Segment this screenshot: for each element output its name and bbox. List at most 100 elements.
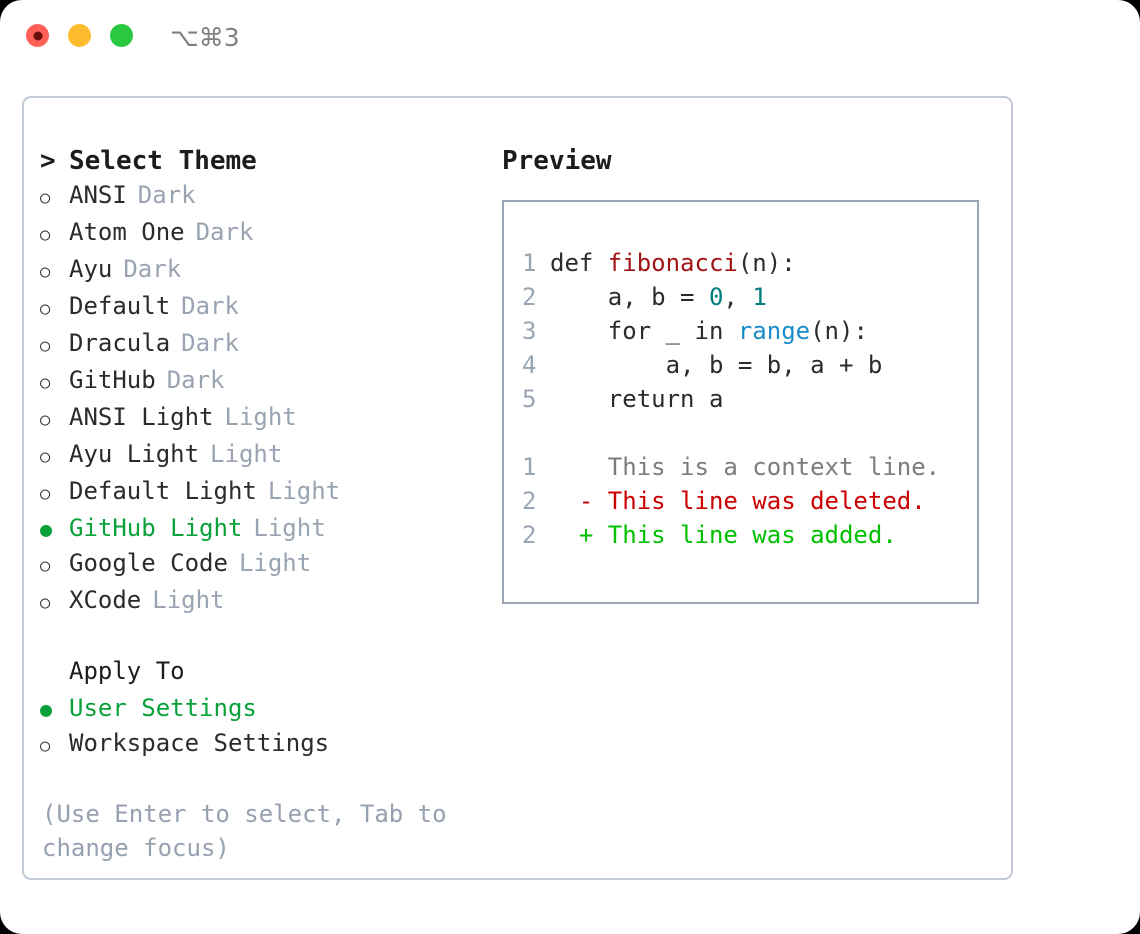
theme-option-label: Google Code [69, 549, 228, 577]
window-controls [26, 24, 133, 47]
theme-panel-title-label: Select Theme [69, 146, 257, 176]
zoom-button[interactable] [110, 24, 133, 47]
code-line-content: return a [550, 382, 724, 416]
radio-unselected-icon: ○ [40, 447, 51, 467]
line-number: 1 [522, 453, 537, 481]
title-bar: ⌥⌘3 [0, 0, 1140, 78]
code-line-content: a, b = 0, 1 [550, 280, 767, 314]
theme-option-ansi[interactable]: ○ ANSI Dark [40, 178, 490, 215]
radio-unselected-icon: ○ [40, 556, 51, 576]
theme-option-label: Atom One [69, 218, 185, 246]
code-token-num: 0 [708, 283, 724, 311]
diff-line-text: This line was deleted. [607, 487, 926, 515]
code-token-builtin: range [737, 317, 811, 345]
radio-unselected-icon: ○ [40, 336, 51, 356]
theme-option-label: GitHub Light [69, 514, 243, 542]
theme-option-variant: Dark [137, 181, 196, 209]
apply-to-option-label: User Settings [69, 694, 257, 722]
diff-marker: + [550, 521, 608, 549]
radio-unselected-icon: ○ [40, 593, 51, 613]
code-token-plain: for _ in [550, 317, 738, 345]
theme-option-variant: Light [152, 586, 225, 614]
keyboard-hint: (Use Enter to select, Tab to change focu… [42, 800, 462, 862]
code-token-plain: a, b = [550, 283, 709, 311]
radio-unselected-icon: ○ [40, 299, 51, 319]
diff-line-text: This is a context line. [607, 453, 941, 481]
code-token-plain: def [550, 249, 608, 277]
caret-icon: > [40, 146, 56, 176]
diff-line-context: 1 This is a context line. [522, 450, 977, 484]
theme-option-variant: Light [224, 403, 297, 431]
radio-unselected-icon: ○ [40, 736, 51, 756]
diff-preview: 1 This is a context line.2 - This line w… [522, 450, 977, 552]
theme-option-ansi-light[interactable]: ○ ANSI Light Light [40, 400, 490, 437]
diff-line-deleted: 2 - This line was deleted. [522, 484, 977, 518]
theme-option-variant: Dark [195, 218, 254, 246]
theme-option-default[interactable]: ○ Default Dark [40, 289, 490, 326]
apply-to-option-workspace-settings[interactable]: ○ Workspace Settings [40, 726, 490, 763]
diff-line-text: This line was added. [607, 521, 897, 549]
theme-option-label: GitHub [69, 366, 156, 394]
radio-unselected-icon: ○ [40, 484, 51, 504]
radio-unselected-icon: ○ [40, 262, 51, 282]
theme-option-variant: Light [267, 477, 341, 505]
radio-selected-icon: ● [40, 517, 53, 541]
preview-title: Preview [502, 146, 612, 176]
line-number: 2 [522, 487, 537, 515]
line-number: 3 [522, 317, 537, 345]
theme-option-label: Default [69, 292, 171, 320]
radio-selected-icon: ● [40, 697, 53, 721]
theme-option-label: Ayu Light [69, 440, 200, 468]
theme-option-variant: Light [238, 549, 312, 577]
line-number: 2 [522, 521, 537, 549]
theme-option-google-code[interactable]: ○ Google Code Light [40, 546, 490, 583]
radio-unselected-icon: ○ [40, 225, 51, 245]
apply-to-header-spacer: ○ [40, 657, 69, 691]
close-button[interactable] [26, 24, 49, 47]
code-line: 5 return a [522, 382, 977, 416]
apply-to-option-label: Workspace Settings [69, 729, 330, 757]
radio-unselected-icon: ○ [40, 410, 51, 430]
minimize-button[interactable] [68, 24, 91, 47]
apply-to-option-user-settings[interactable]: ● User Settings [40, 691, 490, 726]
line-number: 4 [522, 351, 537, 379]
code-line: 3 for _ in range(n): [522, 314, 977, 348]
theme-panel-title: > Select Theme [40, 144, 490, 178]
diff-marker [550, 450, 608, 484]
keyboard-shortcut-label: ⌥⌘3 [170, 23, 240, 52]
apply-to-header: ○ Apply To [40, 654, 490, 691]
code-spacer [522, 416, 977, 450]
diff-line-added: 2 + This line was added. [522, 518, 977, 552]
apply-to-title: Apply To [69, 657, 185, 685]
theme-option-label: Dracula [69, 329, 171, 357]
radio-unselected-icon: ○ [40, 188, 51, 208]
code-line-content: for _ in range(n): [550, 314, 868, 348]
apply-to-list: ● User Settings ○ Workspace Settings [40, 691, 490, 763]
diff-marker: - [550, 487, 608, 515]
line-number: 2 [522, 283, 537, 311]
code-token-fn: fibonacci [607, 249, 738, 277]
code-token-plain: (n): [810, 317, 868, 345]
theme-option-variant: Dark [123, 255, 182, 283]
theme-option-variant: Dark [181, 292, 239, 320]
theme-option-label: ANSI [69, 181, 127, 209]
theme-option-variant: Dark [166, 366, 225, 394]
code-token-num: 1 [752, 283, 767, 311]
code-line-content: a, b = b, a + b [550, 348, 883, 382]
code-token-plain: , [723, 283, 753, 311]
theme-option-atom-one[interactable]: ○ Atom One Dark [40, 215, 490, 252]
theme-option-label: ANSI Light [69, 403, 214, 431]
